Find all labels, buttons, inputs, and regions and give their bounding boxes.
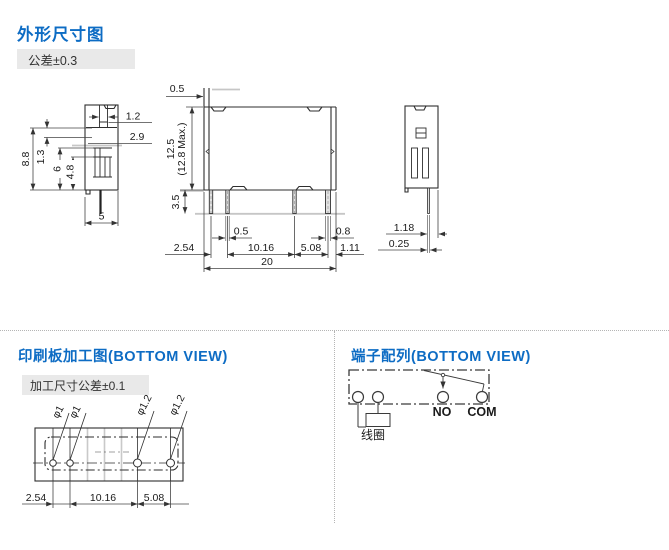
horizontal-divider [0,330,669,331]
dim-front-5-08: 5.08 [301,242,322,254]
hole-label-2: φ1 [67,403,84,420]
dim-left-5: 5 [99,211,105,223]
pcb-grid-lines [86,428,123,481]
dim-left-2-9: 2.9 [130,131,145,143]
dim-front-pw-0-5: 0.5 [234,226,249,238]
left-side-view [84,104,119,214]
hole-label-1: φ1 [50,403,67,420]
dim-front-top-0-5: 0.5 [170,83,185,95]
pcb-tolerance-badge: 加工尺寸公差±0.1 [22,375,149,395]
dim-front-3-5: 3.5 [170,195,182,210]
right-side-dims [378,190,447,253]
terminal-label-coil: 线圈 [361,428,385,442]
dim-pcb-5-08: 5.08 [144,492,165,504]
pcb-board [33,410,188,482]
artifact-lines [72,88,345,215]
dim-pcb-2-54: 2.54 [26,492,47,504]
dim-front-20: 20 [261,256,273,268]
pcb-drawing-svg: φ1 φ1 φ1.2 φ1.2 2.54 10.16 5.08 [22,393,189,508]
dim-left-6: 6 [52,166,64,172]
dim-right-1-18: 1.18 [394,222,415,234]
terminal-label-com: COM [467,405,496,419]
dim-left-8-8: 8.8 [20,152,32,167]
front-pins [208,189,331,214]
dim-pcb-10-16: 10.16 [90,492,116,504]
outline-tolerance-badge: 公差±0.3 [17,49,135,69]
terminal-section-title: 端子配列(BOTTOM VIEW) [351,349,531,365]
pcb-section-title: 印刷板加工图(BOTTOM VIEW) [18,349,228,365]
dim-right-0-25: 0.25 [389,238,410,250]
dim-front-pw-0-8: 0.8 [336,226,351,238]
outline-drawing-svg: 8.8 1.3 6 4.8 1.2 2.9 5 [20,83,447,272]
hole-label-3: φ1.2 [134,393,155,418]
hole-label-4: φ1.2 [167,393,188,418]
dim-front-1-11: 1.11 [340,242,360,254]
dim-front-10-16: 10.16 [248,242,274,254]
front-view [203,88,337,191]
right-side-view [404,105,439,214]
dim-front-12-8-max: (12.8 Max.) [176,122,188,175]
pcb-dims [22,481,189,508]
dim-left-1-3: 1.3 [35,150,47,165]
terminal-label-no: NO [433,405,452,419]
dim-left-4-8: 4.8 [65,165,77,180]
outline-section-title: 外形尺寸图 [17,26,105,44]
dim-left-1-2: 1.2 [126,111,141,123]
dim-front-2-54: 2.54 [174,242,195,254]
terminal-outline [348,369,490,428]
front-dims [165,94,364,272]
terminal-drawing-svg: NO COM 线圈 [348,369,497,442]
dim-front-12-5: 12.5 [165,139,177,160]
vertical-divider [334,331,335,523]
